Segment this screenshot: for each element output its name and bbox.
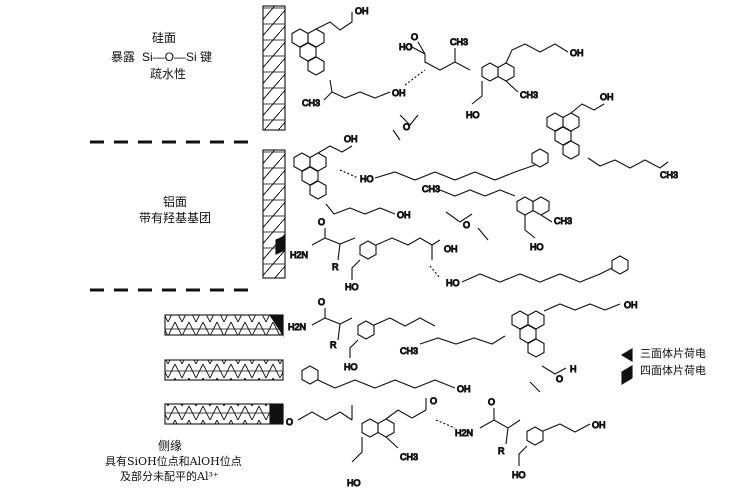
molecule-phenanthrene-alkyl-2 [419,303,621,358]
legend-triangle-marker [620,348,633,362]
svg-text:OH: OH [397,210,411,220]
molecule-phenanthrene-acid-2 [294,145,396,215]
silica-face-bond: Si—O—Si 键 [142,50,213,64]
edge-sheet-2 [164,359,284,381]
svg-text:HO: HO [360,174,374,184]
svg-text:HO: HO [345,282,359,292]
silica-face-hydrophobic: 疏水性 [150,67,187,81]
svg-text:OH: OH [624,300,638,310]
svg-text:HO: HO [399,42,413,52]
svg-text:OH: OH [444,244,458,254]
legend-triangle-label: 三面体片荷电 [640,347,706,360]
svg-text:H: H [570,364,577,374]
svg-text:O: O [556,374,563,384]
svg-text:CH3: CH3 [660,170,678,180]
svg-text:OH: OH [570,48,584,58]
svg-text:OH: OH [344,134,358,144]
molecule-naphthalene-diacid [409,41,569,105]
water-1 [392,114,419,141]
legend-parallelogram-marker [621,365,633,385]
silica-face-exposed: 暴露 [111,50,136,64]
svg-text:HO: HO [344,362,358,372]
svg-text:HO: HO [512,470,526,480]
alumina-charge-marker [275,235,286,255]
edge-sites: 具有SiOH位点和AlOH位点 [105,455,242,468]
svg-text:OH: OH [600,92,614,102]
molecule-alkyl-phenyl-1 [374,148,549,181]
svg-text:HO: HO [446,278,460,288]
molecule-phenyl-alkanol [301,365,456,389]
svg-text:CH3: CH3 [400,452,418,462]
molecule-amide-acid-1 [311,228,441,280]
svg-text:O: O [318,217,325,227]
svg-text:R: R [330,340,337,350]
svg-text:CH3: CH3 [520,90,538,100]
molecule-phenanthrene-acid-1 [292,12,391,101]
svg-text:H2N: H2N [288,322,306,332]
svg-text:O: O [463,220,470,230]
molecule-amide-alkyl [311,308,436,358]
svg-text:OH: OH [592,420,606,430]
alumina-face-title: 铝面 [163,195,188,209]
molecule-amide-acid-2 [479,408,591,466]
svg-text:CH3: CH3 [554,216,572,226]
alumina-face-hydroxyl: 带有羟基基团 [139,211,212,225]
water-2 [445,211,489,241]
svg-text:CH3: CH3 [422,184,440,194]
edge-sheet-3 [164,403,284,425]
silica-sheet [262,5,286,131]
molecule-edge-diacid [297,398,427,463]
water-3 [529,365,567,393]
svg-text:O: O [318,297,325,307]
molecule-alkyl-naphthalene [439,189,553,239]
svg-text:H2N: H2N [455,428,473,438]
legend-parallelogram-label: 四面体片荷电 [640,364,706,377]
svg-text:O: O [411,32,418,42]
edge-al-ions: 及部分未配平的Al³⁺ [120,470,219,483]
svg-text:HO: HO [347,478,361,488]
svg-text:O: O [403,122,410,132]
svg-text:HO: HO [530,242,544,252]
svg-text:O: O [430,396,437,406]
svg-text:CH3: CH3 [450,37,468,47]
svg-text:CH3: CH3 [302,98,320,108]
svg-text:CH3: CH3 [400,346,418,356]
molecule-phenanthrene-alkyl [547,103,669,169]
svg-text:OH: OH [355,6,369,16]
svg-text:R: R [332,262,339,272]
silica-face-title: 硅面 [152,31,177,45]
svg-text:R: R [498,446,505,456]
alumina-sheet [262,149,286,279]
molecule-alkyl-phenyl-2 [461,255,629,283]
svg-text:O: O [488,397,495,407]
svg-text:OH: OH [457,384,471,394]
svg-text:OH: OH [392,88,406,98]
edge-title: 侧缘 [158,439,183,453]
edge-sheet-1 [164,314,284,336]
svg-text:HO: HO [466,110,480,120]
svg-text:O: O [286,417,293,427]
svg-text:H2N: H2N [290,250,308,260]
